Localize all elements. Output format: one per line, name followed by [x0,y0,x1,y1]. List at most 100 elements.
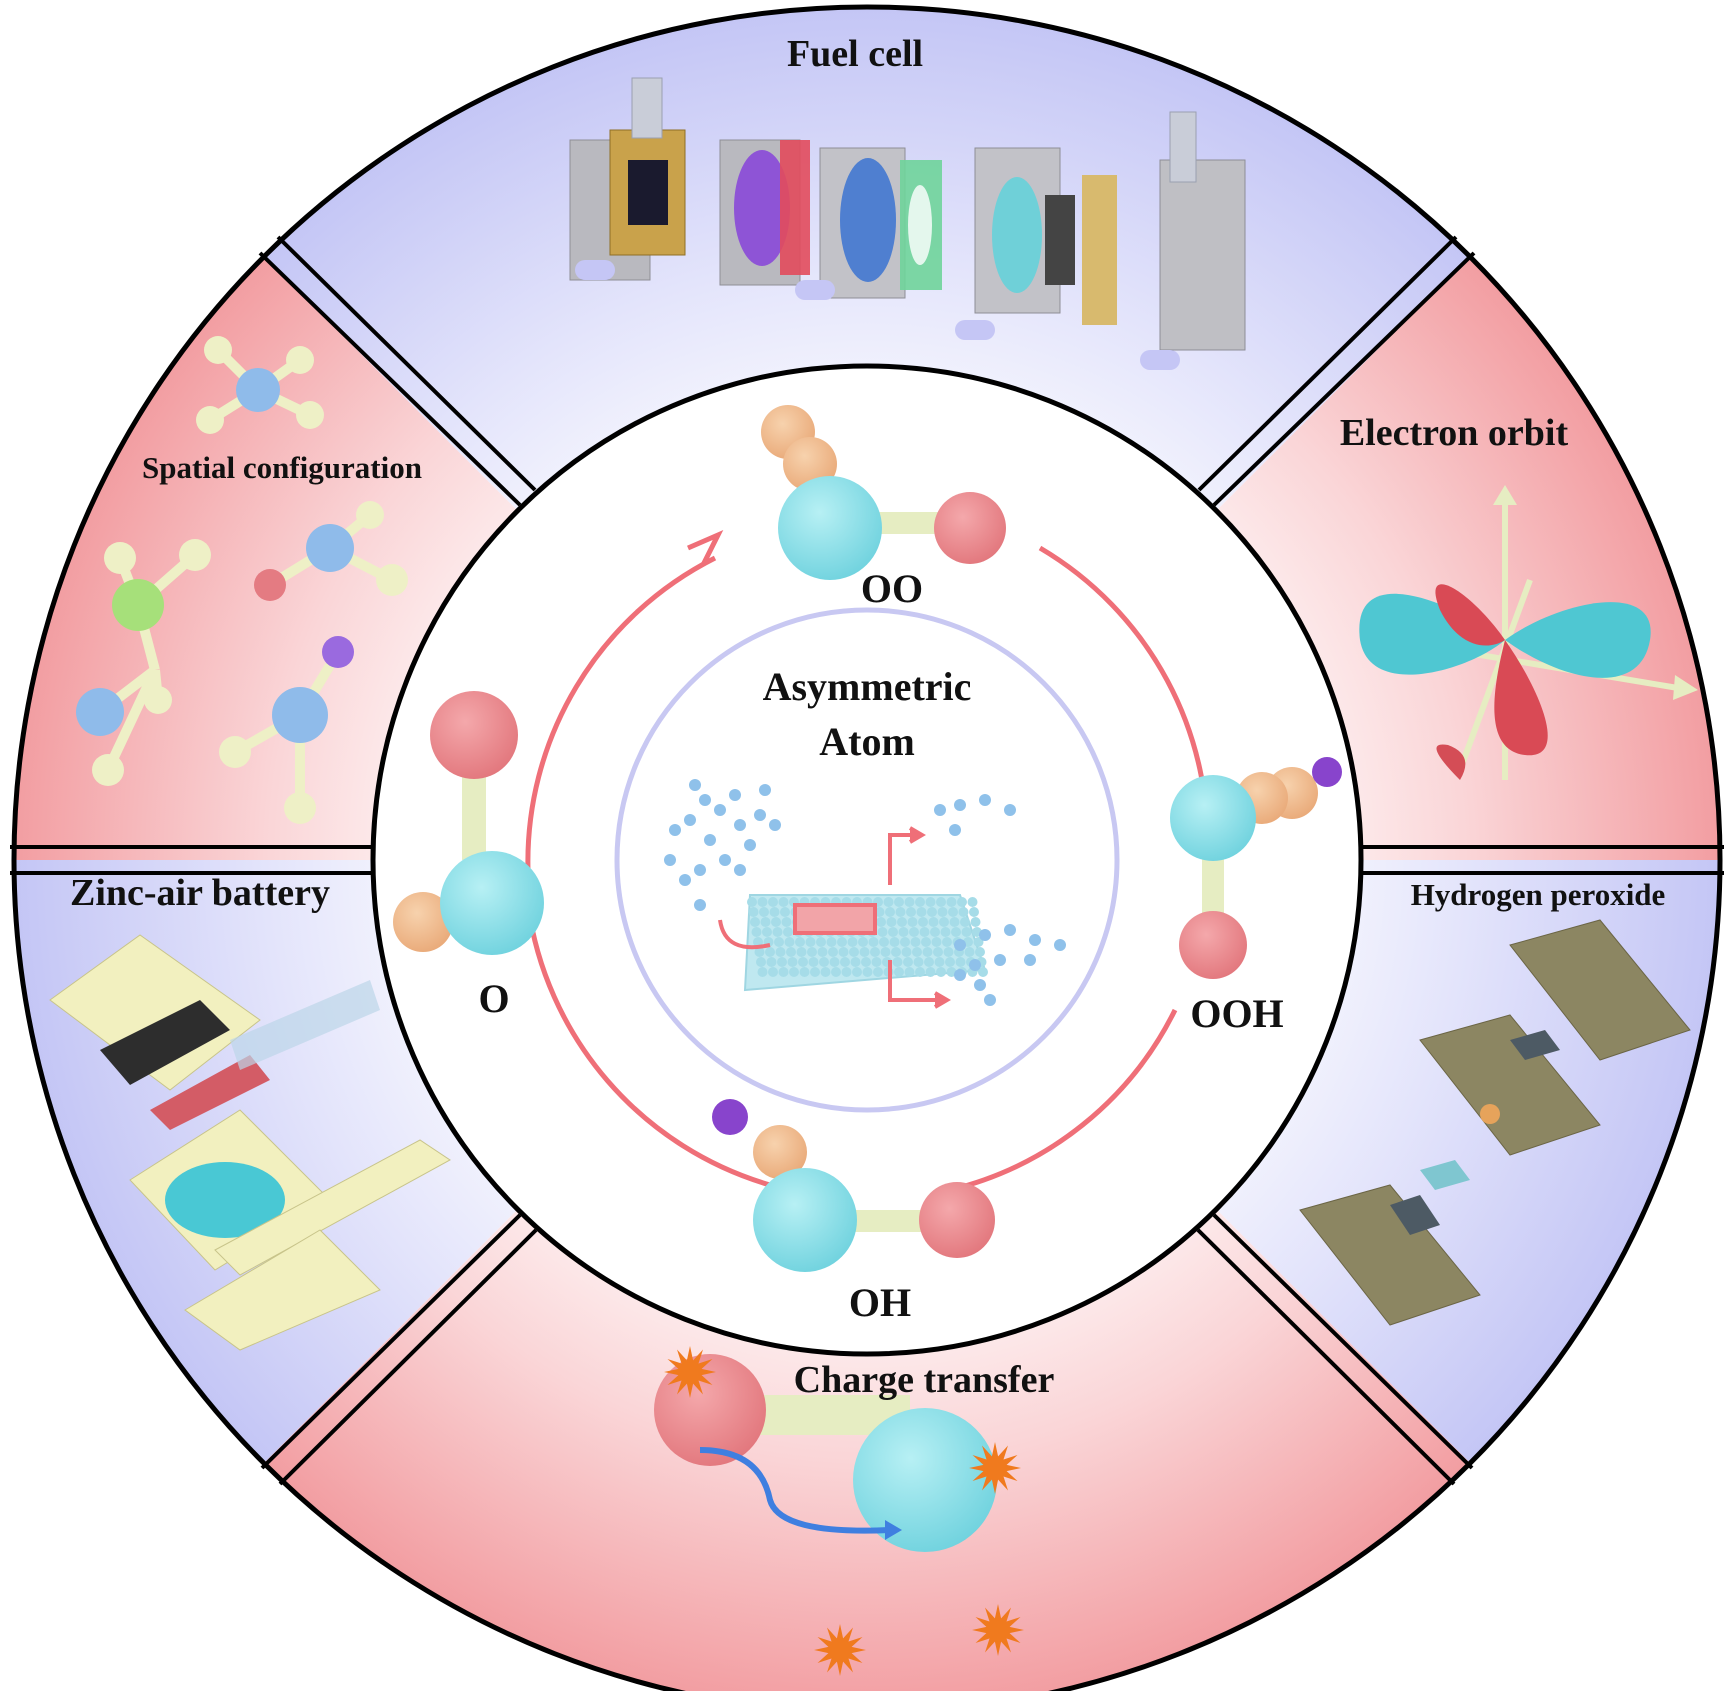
scattered-atom [729,789,741,801]
lattice-atom [870,947,880,957]
lattice-atom [826,937,837,947]
lattice-atom [942,937,952,947]
lattice-atom [777,957,787,967]
scattered-atom [984,994,996,1006]
lattice-atom [949,917,960,927]
lattice-atom [907,917,918,927]
lattice-atom [796,947,807,957]
lattice-atom [939,917,949,927]
scattered-atom [694,899,706,911]
lattice-atom [750,917,760,927]
lattice-atom [819,957,829,967]
lattice-atom [910,937,921,947]
lattice-atom [916,907,927,917]
scattered-atom [1054,939,1066,951]
lattice-atom [759,907,769,917]
lattice-atom [888,927,898,937]
lattice-atom [904,897,915,907]
label-o: O [478,976,509,1021]
label-fuel-cell: Fuel cell [787,33,923,75]
lattice-atom [768,897,778,907]
lattice-atom [768,967,778,977]
cycle-ring [525,545,1211,1193]
label-zinc-air: Zinc-air battery [70,872,330,914]
lattice-atom [805,937,816,947]
lattice-atom [918,917,928,927]
lattice-atom [780,907,790,917]
lattice-atom [862,967,873,977]
lattice-atom [828,947,838,957]
lattice-atom [904,967,915,977]
label-ooh: OOH [1190,991,1283,1036]
scattered-atom [714,804,726,816]
scattered-atom [934,804,946,816]
lattice-atom [900,937,910,947]
lattice-atom [925,967,936,977]
lattice-atom [973,937,984,947]
lattice-atom [817,947,828,957]
lattice-atom [748,907,759,917]
lattice-atom [931,937,942,947]
molecule-oh: OH [712,1099,995,1325]
lattice-atom [829,957,840,967]
lattice-atom [837,937,847,947]
lattice-atom [897,917,907,927]
lattice-atom [850,957,861,967]
lattice-atom [798,957,808,967]
spark-icon [972,1604,1024,1656]
lattice-atom [909,927,919,937]
lattice-atom [756,957,766,967]
lattice-atom [964,947,975,957]
scattered-atom [719,854,731,866]
lattice-atom [789,967,799,977]
lattice-atom [936,967,946,977]
lattice-atom [778,967,789,977]
scattered-atom [704,834,716,846]
spark-icons [664,1346,1024,1676]
lattice-atom [772,927,783,937]
label-oo: OO [861,566,923,611]
lattice-atom [961,927,972,937]
center-block: Asymmetric Atom [664,664,1066,1009]
scattered-atom [979,929,991,941]
scattered-atom [754,809,766,821]
scattered-atom [1029,934,1041,946]
lattice-atom [891,947,901,957]
lattice-atom [898,927,909,937]
scattered-atom [994,954,1006,966]
center-title-line2: Atom [819,719,915,764]
inner-ring [614,607,1120,1113]
lattice-atom [975,947,985,957]
molecule-ooh: OOH [1170,757,1342,1036]
label-electron-orbit: Electron orbit [1340,412,1569,454]
lattice-atom [921,937,931,947]
lattice-atom [799,967,810,977]
scattered-atom [979,794,991,806]
lattice-atom [889,937,900,947]
lattice-atom [883,897,894,907]
lattice-atom [861,957,871,967]
lattice-atom [766,957,777,967]
lattice-atom [771,917,781,927]
lattice-atom [831,967,841,977]
lattice-atom [925,897,936,907]
lattice-atom [820,967,831,977]
lattice-atom [781,917,792,927]
scattered-atom [679,874,691,886]
lattice-atom [868,937,879,947]
lattice-atom [946,897,957,907]
lattice-atom [978,967,988,977]
lattice-atom [955,957,966,967]
lattice-atom [784,937,795,947]
lattice-atom [858,937,868,947]
fuel-cell-illustration: Fuel cell [569,33,1246,370]
scattered-atom [684,814,696,826]
scattered-atom [954,799,966,811]
spark-icon [969,1442,1021,1494]
lattice-atom [960,917,970,927]
lattice-atom [892,957,903,967]
spatial-illustration: Spatial configuration [76,336,422,824]
lattice-atom [760,917,771,927]
lattice-atom [877,927,888,937]
